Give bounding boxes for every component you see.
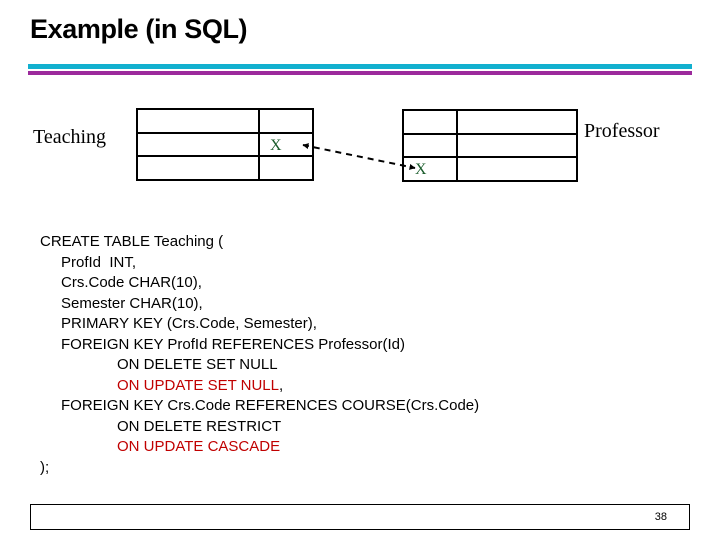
sql-text: Crs.Code CHAR(10), — [61, 274, 202, 291]
table-cell — [138, 110, 260, 132]
table-cell: X — [260, 134, 312, 156]
table-cell — [138, 157, 260, 180]
sql-line: PRIMARY KEY (Crs.Code, Semester), — [0, 314, 720, 335]
page-title: Example (in SQL) — [30, 14, 248, 44]
sql-text: CREATE TABLE Teaching ( — [40, 233, 224, 250]
table-row — [138, 110, 312, 134]
page-number: 38 — [654, 511, 667, 523]
table-cell — [138, 133, 260, 156]
relation-label-professor: Professor — [584, 120, 660, 142]
sql-line: FOREIGN KEY Crs.Code REFERENCES COURSE(C… — [0, 396, 720, 417]
sql-text: ProfId INT, — [61, 253, 137, 271]
table-row — [404, 111, 576, 135]
divider-bar-teal — [28, 64, 692, 69]
table-cell — [260, 110, 312, 132]
foreign-key-mark: X — [270, 136, 282, 154]
table-cell — [260, 157, 312, 179]
table-cell — [458, 158, 576, 180]
sql-line: Crs.Code CHAR(10), — [0, 273, 720, 294]
sql-text: Semester CHAR(10), — [61, 294, 203, 312]
sql-text: FOREIGN KEY Crs.Code REFERENCES COURSE(C… — [61, 397, 480, 414]
sql-text: , — [278, 376, 284, 394]
sql-text: ON UPDATE CASCADE — [117, 438, 281, 455]
table-row — [404, 134, 576, 159]
sql-line: ON UPDATE CASCADE — [0, 437, 720, 458]
sql-line: CREATE TABLE Teaching ( — [0, 232, 720, 253]
table-cell — [404, 134, 458, 157]
sql-text: PRIMARY KEY (Crs.Code, Semester), — [61, 315, 317, 332]
primary-key-mark: X — [415, 161, 427, 179]
sql-line: FOREIGN KEY ProfId REFERENCES Professor(… — [0, 335, 720, 356]
sql-line: ON DELETE RESTRICT — [0, 417, 720, 438]
sql-line: ); — [0, 458, 720, 479]
table-cell — [458, 111, 576, 133]
table-cell — [458, 135, 576, 157]
relation-table-professor: X — [402, 109, 578, 182]
relation-table-teaching: X — [136, 108, 314, 181]
table-cell — [404, 111, 458, 133]
divider-bar-purple — [28, 71, 692, 75]
sql-text: ON DELETE RESTRICT — [117, 417, 282, 435]
table-row: X — [404, 158, 576, 181]
sql-text: ); — [40, 458, 50, 476]
sql-text: ON DELETE SET NULL — [117, 356, 278, 373]
divider-bar-gap — [28, 69, 692, 71]
sql-code-block: CREATE TABLE Teaching ( ProfId INT, Crs.Co… — [0, 232, 720, 478]
sql-line: ON UPDATE SET NULL, — [0, 376, 720, 397]
table-cell: X — [404, 158, 458, 181]
sql-text: FOREIGN KEY ProfId REFERENCES Professor(… — [61, 335, 405, 353]
sql-text: ON UPDATE SET NULL — [117, 376, 279, 394]
table-row: X — [138, 133, 312, 158]
sql-line: ProfId INT, — [0, 253, 720, 274]
sql-line: ON DELETE SET NULL — [0, 355, 720, 376]
footer-bar: 38 — [30, 504, 690, 530]
sql-line: Semester CHAR(10), — [0, 294, 720, 315]
table-row — [138, 157, 312, 180]
header-divider — [28, 64, 692, 75]
relation-label-teaching: Teaching — [33, 126, 107, 148]
